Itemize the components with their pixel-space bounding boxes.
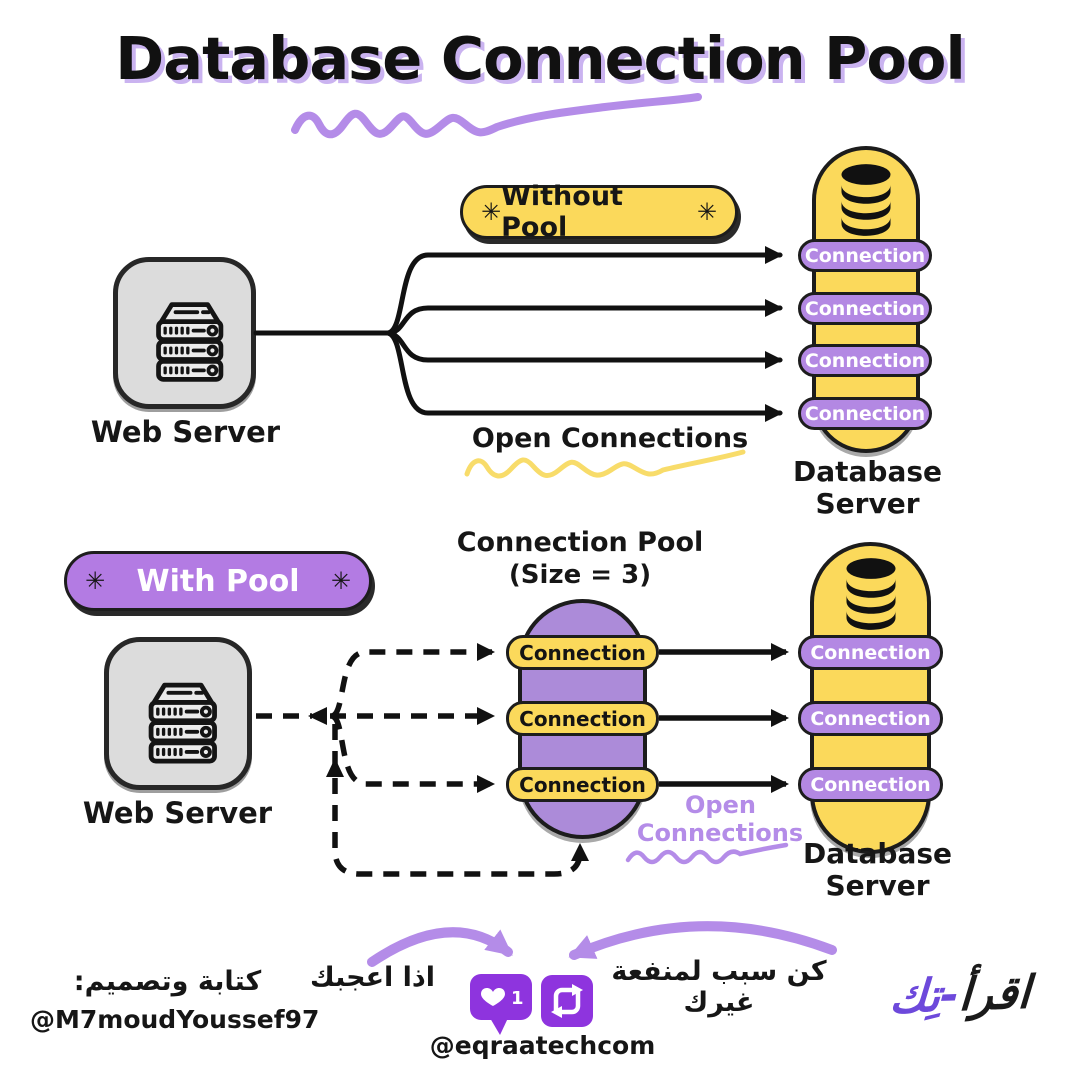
share-prompt-text: كن سبب لمنفعة غيرك: [611, 956, 827, 1019]
database-server-label: Database Server: [792, 455, 942, 521]
pool-connection-badge: Connection: [506, 635, 659, 670]
database-icon: [846, 558, 896, 630]
like-notification-icon: 1: [470, 974, 532, 1035]
curved-arrow-left: [367, 927, 513, 967]
yellow-squiggle: [464, 449, 746, 479]
server-stack-icon: [155, 302, 223, 382]
like-prompt-text: اذا اعجبك: [309, 962, 436, 993]
brand-logo: اقرأ-تِك: [854, 964, 1067, 1024]
database-icon: [841, 164, 891, 236]
up-arrowhead: [326, 758, 344, 777]
return-arrowhead: [308, 707, 327, 725]
web-server-label: Web Server: [90, 415, 281, 449]
server-stack-icon: [148, 682, 217, 764]
curved-arrow-right: [568, 921, 837, 960]
repost-icon: [541, 975, 593, 1027]
open-connections-label: Open Connections: [471, 423, 749, 454]
page-title: Database Connection Pool: [115, 24, 965, 93]
pool-size-label: (Size = 3): [508, 560, 652, 590]
web-server-box: [113, 257, 256, 409]
connection-badge: Connection: [798, 635, 943, 670]
pool-connection-badge: Connection: [506, 767, 659, 802]
open-connections-label: Connections: [636, 819, 804, 847]
with-pool-badge: ✳ With Pool ✳: [64, 551, 372, 611]
web-server-label: Web Server: [82, 796, 273, 830]
connection-badge: Connection: [798, 701, 943, 736]
logo-purple-part: -تِك: [888, 967, 961, 1024]
pool-connection-badge: Connection: [506, 701, 659, 736]
without-pool-badge: ✳ Without Pool ✳: [460, 181, 738, 243]
database-server-label: Database: [802, 837, 952, 870]
designer-handle: @M7moudYoussef97: [30, 1005, 320, 1034]
connection-badge: Connection: [798, 344, 932, 377]
asterisk-icon: ✳: [85, 567, 106, 595]
asterisk-icon: ✳: [481, 198, 502, 226]
logo-black-part: اقرأ: [957, 965, 1032, 1022]
connection-badge: Connection: [798, 239, 932, 272]
connection-badge: Connection: [798, 292, 932, 325]
connection-badge: Connection: [798, 767, 943, 802]
database-server-label: Server: [825, 869, 930, 902]
with-pool-badge-label: With Pool: [136, 563, 300, 599]
connection-badge: Connection: [798, 397, 932, 430]
pool-title: Connection Pool: [456, 527, 704, 558]
account-handle: @eqraatechcom: [429, 1031, 656, 1060]
asterisk-icon: ✳: [330, 567, 351, 595]
asterisk-icon: ✳: [696, 198, 717, 226]
credit-label: كتابة وتصميم:: [73, 966, 262, 997]
web-server-box: [104, 637, 252, 790]
without-pool-badge-label: Without Pool: [501, 181, 623, 243]
like-count: 1: [511, 988, 524, 1009]
title-underline-squiggle: [291, 93, 702, 139]
open-connections-label: Open: [685, 791, 756, 819]
